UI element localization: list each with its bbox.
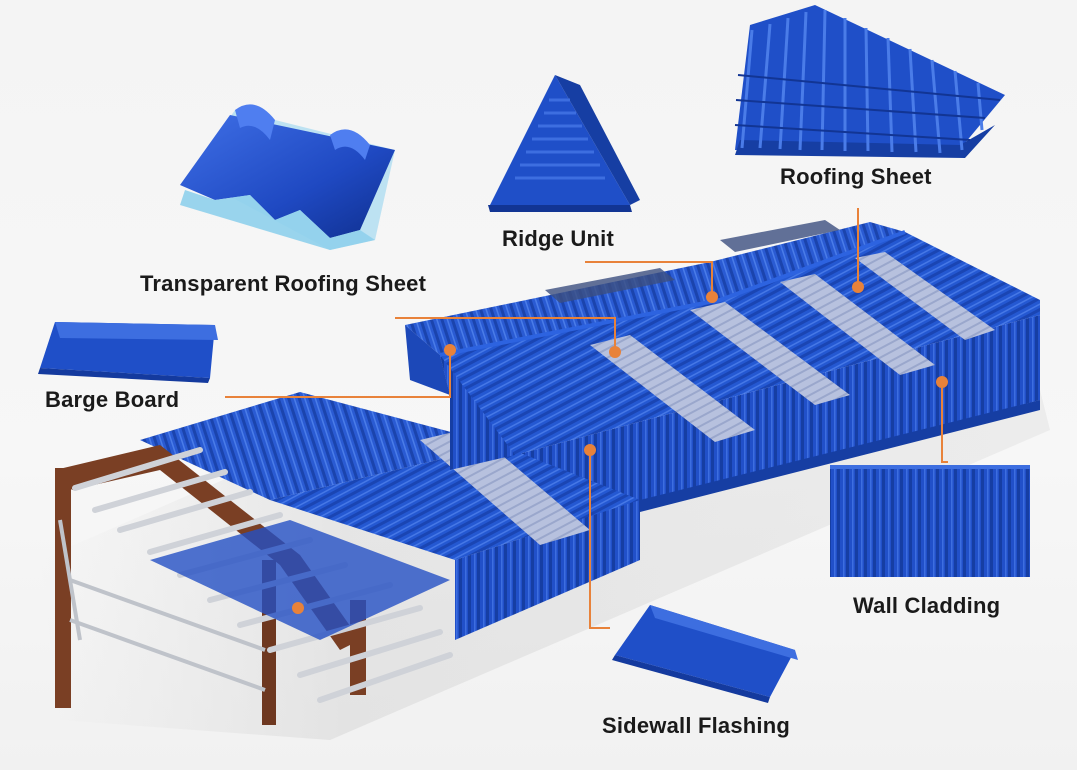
leader-dots — [292, 281, 948, 614]
label-ridge-unit: Ridge Unit — [502, 226, 614, 251]
ridge-cap — [439, 230, 906, 357]
skylight-strip — [590, 335, 755, 442]
steel-frame — [55, 445, 453, 725]
upper-roof-left-slope — [405, 222, 905, 355]
leader-ridge-unit — [585, 261, 713, 297]
skylight-strip — [780, 274, 935, 375]
leader-wall-cladding — [941, 382, 948, 463]
label-barge-board: Barge Board — [45, 387, 180, 412]
roofing-sheet-stack-sample — [734, 5, 1005, 158]
lower-roof-right-slope — [270, 445, 640, 560]
leader-lines — [225, 208, 948, 629]
lower-side-wall — [455, 500, 640, 640]
upper-gable — [405, 325, 450, 395]
barge-board-sample — [38, 322, 218, 383]
leader-transparent-sheet — [395, 317, 616, 352]
label-roofing-sheet: Roofing Sheet — [780, 164, 932, 189]
label-transparent-roofing-sheet: Transparent Roofing Sheet — [140, 271, 427, 296]
skylight-strip-left — [720, 220, 840, 252]
ridge-unit-sample — [488, 75, 640, 212]
label-wall-cladding: Wall Cladding — [853, 593, 1001, 618]
building — [55, 220, 1040, 725]
leader-barge-board — [225, 350, 451, 398]
lower-roof-left-slope — [140, 392, 500, 500]
skylight-strip-left — [545, 268, 675, 303]
label-sidewall-flashing: Sidewall Flashing — [602, 713, 790, 738]
leader-sidewall-flashing — [589, 450, 610, 629]
skylight-strip — [855, 252, 995, 340]
wall-cladding-sample — [830, 465, 1030, 577]
transparent-roofing-sheet-sample — [180, 104, 395, 250]
sidewall-flashing-sample — [612, 605, 798, 703]
skylight-strip — [690, 302, 850, 405]
